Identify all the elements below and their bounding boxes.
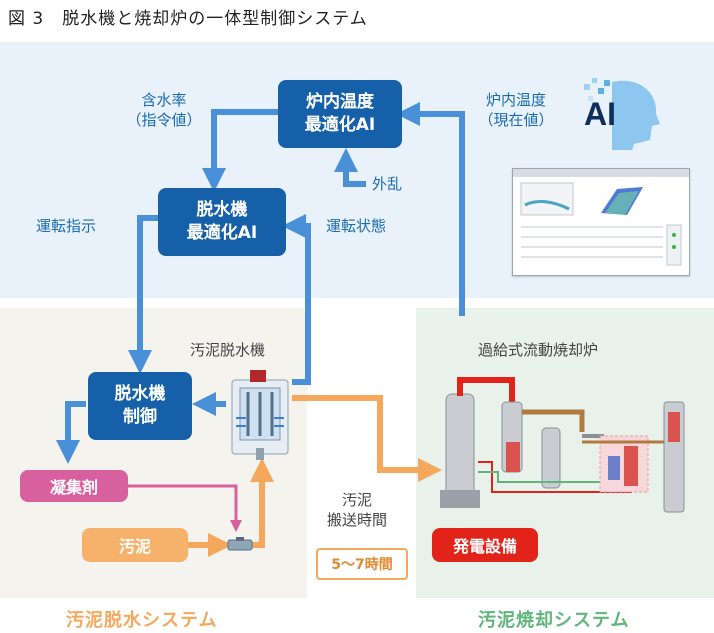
dewater-ai-box: 脱水機 最適化AI xyxy=(158,188,286,256)
mixer-device xyxy=(227,537,253,551)
setpoint-label: 含水率 （指令値） xyxy=(118,90,210,131)
furnace-temp-ai-line1: 炉内温度 xyxy=(306,92,374,113)
dewater-control-line1: 脱水機 xyxy=(114,384,166,405)
furnace-temp-ai-line2: 最適化AI xyxy=(304,115,376,135)
power-facility-pill: 発電設備 xyxy=(432,528,538,562)
transport-label-line2: 搬送時間 xyxy=(326,511,387,530)
current-temp-label-line2: （現在値） xyxy=(478,111,554,130)
ai-logo: AI xyxy=(578,74,662,152)
disturbance-label: 外乱 xyxy=(372,175,403,193)
incineration-plant xyxy=(440,377,685,513)
dewater-ai-line1: 脱水機 xyxy=(196,200,248,221)
dewatering-system-label: 汚泥脱水システム xyxy=(66,610,218,631)
arrow-current-temp xyxy=(396,102,465,316)
transport-time-badge: 5～7時間 xyxy=(316,548,408,580)
dewaterer-label: 汚泥脱水機 xyxy=(190,341,266,359)
current-temp-label-line1: 炉内温度 xyxy=(485,91,546,109)
setpoint-label-line1: 含水率 xyxy=(141,91,187,109)
incineration-system-label: 汚泥焼却システム xyxy=(478,610,630,631)
arrow-run-instruction xyxy=(128,215,158,374)
arrow-sludge-transport xyxy=(292,395,442,482)
transport-label-line1: 汚泥 xyxy=(341,491,372,509)
ai-head-graphic xyxy=(584,78,660,150)
coagulant-pill: 凝集剤 xyxy=(20,470,128,502)
ai-logo-text: AI xyxy=(584,96,616,132)
furnace-temp-ai-box: 炉内温度 最適化AI xyxy=(278,80,402,148)
sludge-pill: 汚泥 xyxy=(82,528,188,562)
arrow-to-coagulant xyxy=(56,401,86,464)
dewater-control-line2: 制御 xyxy=(123,407,157,427)
incinerator-label: 過給式流動焼却炉 xyxy=(478,341,599,359)
dewater-ai-line2: 最適化AI xyxy=(186,223,258,243)
setpoint-label-line2: （指令値） xyxy=(126,111,202,130)
current-temp-label: 炉内温度 （現在値） xyxy=(466,90,566,131)
figure-title: 図 3 脱水機と焼却炉の一体型制御システム xyxy=(8,9,368,29)
monitoring-screen-graphic xyxy=(513,169,689,266)
arrow-run-state xyxy=(282,214,311,385)
arrow-setpoint xyxy=(202,109,278,192)
run-instruction-label: 運転指示 xyxy=(36,217,97,235)
arrow-disturbance xyxy=(334,148,366,187)
monitoring-screen xyxy=(512,168,690,276)
dewater-control-box: 脱水機 制御 xyxy=(88,372,192,440)
transport-label: 汚泥 搬送時間 xyxy=(316,490,398,531)
run-state-label: 運転状態 xyxy=(326,217,387,235)
arrow-coagulant-feed xyxy=(128,484,242,532)
dewaterer-machine xyxy=(231,370,289,460)
arrow-to-dewaterer xyxy=(250,458,274,548)
